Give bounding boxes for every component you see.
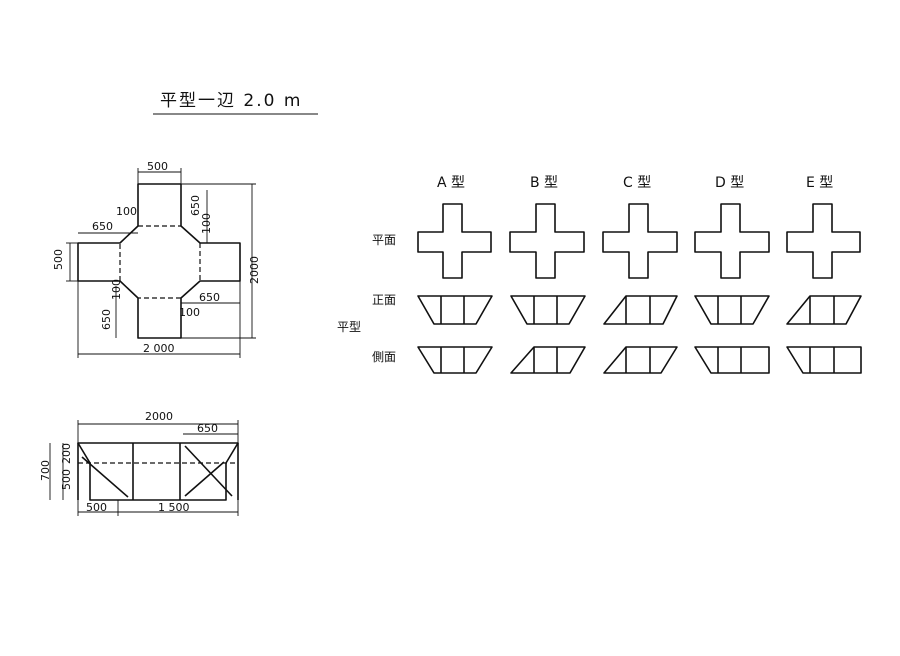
side-a xyxy=(417,346,493,374)
type-header-b: B 型 xyxy=(530,175,558,191)
diagonal-left xyxy=(81,456,129,498)
side-e xyxy=(786,346,862,374)
side-b xyxy=(510,346,586,374)
dim-arm-top: 650 xyxy=(197,422,218,435)
plan-view: 500 100 650 650 100 500 2000 100 650 650… xyxy=(52,160,261,358)
dim-height-lower: 500 xyxy=(60,469,73,490)
side-c xyxy=(603,346,678,374)
dim-top-width: 500 xyxy=(147,160,168,173)
dim-overall-bottom: 2 000 xyxy=(143,342,175,355)
type-header-c: C 型 xyxy=(623,175,651,191)
dim-overall-right: 2000 xyxy=(248,256,261,284)
type-header-d: D 型 xyxy=(715,175,744,191)
dim-height-total: 700 xyxy=(39,460,52,481)
cross-a xyxy=(417,203,492,279)
dim-height-upper: 200 xyxy=(60,443,73,464)
dim-corner-ul: 100 xyxy=(116,205,137,218)
dim-arm-ul: 650 xyxy=(92,220,113,233)
row-label-plan: 平面 xyxy=(372,233,396,247)
dim-corner-lr: 100 xyxy=(179,306,200,319)
dim-arm-ur: 650 xyxy=(189,195,202,216)
dim-corner-ur: 100 xyxy=(200,213,213,234)
front-e xyxy=(786,295,862,325)
type-table: A 型 B 型 C 型 D 型 E 型 平面 正面 平型 側面 xyxy=(337,175,862,374)
inner-square xyxy=(119,225,201,299)
row-label-front: 正面 xyxy=(372,293,396,307)
cross-e xyxy=(786,203,861,279)
cross-d xyxy=(694,203,770,279)
type-header-a: A 型 xyxy=(437,175,465,191)
front-a xyxy=(417,295,493,325)
diagonal-right-1 xyxy=(184,445,233,497)
elevation-view: 2000 650 700 200 500 500 1 500 xyxy=(39,410,239,516)
dim-arm-lr: 650 xyxy=(199,291,220,304)
dim-bottom-left: 500 xyxy=(86,501,107,514)
side-d xyxy=(694,346,770,374)
cross-c xyxy=(602,203,678,279)
dim-arm-ll: 650 xyxy=(100,309,113,330)
dim-overall-top: 2000 xyxy=(145,410,173,423)
front-d xyxy=(694,295,770,325)
drawing-title: 平型一辺 2.0 m xyxy=(160,91,302,111)
row-label-group: 平型 xyxy=(337,320,361,334)
front-c xyxy=(603,295,678,325)
dim-left-height: 500 xyxy=(52,249,65,270)
dim-corner-ll: 100 xyxy=(110,279,123,300)
dim-bottom-right: 1 500 xyxy=(158,501,190,514)
front-b xyxy=(510,295,586,325)
type-header-e: E 型 xyxy=(806,175,833,191)
row-label-side: 側面 xyxy=(372,350,396,364)
cross-b xyxy=(509,203,585,279)
diagonal-right-2 xyxy=(184,461,225,497)
